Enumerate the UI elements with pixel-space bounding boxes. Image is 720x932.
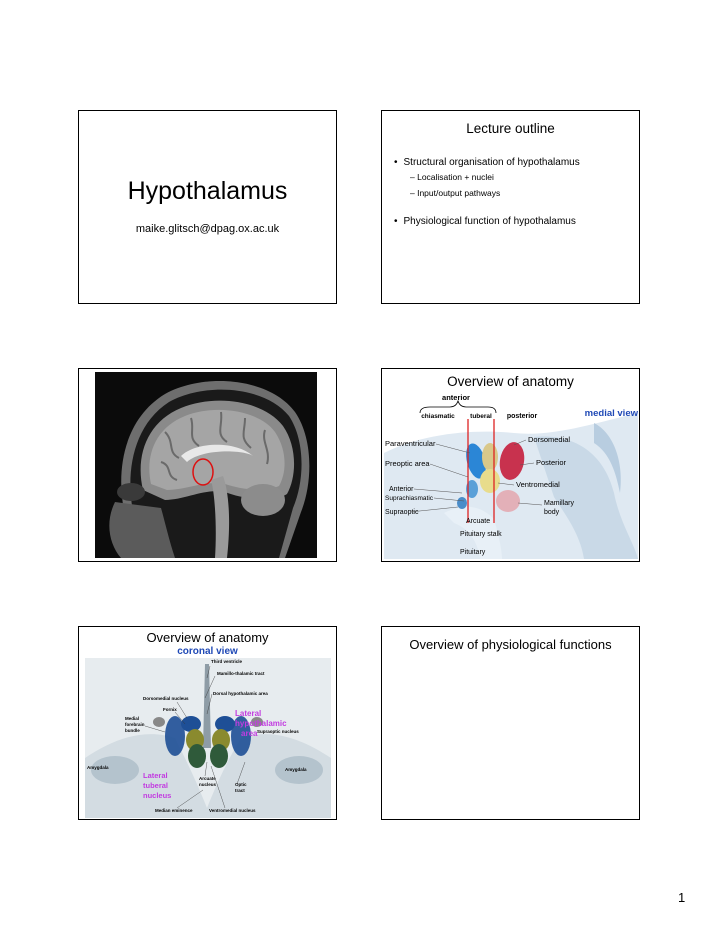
- lateral-tuberal-label-3: nucleus: [143, 791, 171, 800]
- author-email: maike.glitsch@dpag.ox.ac.uk: [135, 223, 280, 235]
- optic-tract-label-2: tract: [235, 788, 245, 793]
- mamillary-label: Mamillary: [544, 500, 574, 507]
- supraoptic-label: Supraoptic: [385, 509, 419, 516]
- arcuate-nucleus-label: Arcuate: [199, 776, 216, 781]
- ventromedial-nucleus-label: Ventromedial nucleus: [209, 808, 256, 813]
- slide-lecture-outline: Lecture outline • Structural organisatio…: [381, 110, 640, 304]
- slide-heading: Lecture outline: [466, 121, 555, 136]
- coronal-view-label: coronal view: [177, 646, 238, 657]
- medial-forebrain-label-2: forebrain: [125, 722, 145, 727]
- chiasmatic-label: chiasmatic: [421, 413, 455, 420]
- outline-item: • Structural organisation of hypothalamu…: [394, 157, 580, 168]
- mri-brain-image: [95, 372, 317, 558]
- dorsomedial-label: Dorsomedial: [528, 435, 570, 444]
- pituitary-label: Pituitary: [460, 549, 486, 556]
- posterior-label: posterior: [507, 413, 538, 420]
- medial-forebrain-label: Medial: [125, 716, 139, 721]
- outline-subitem: – Input/output pathways: [410, 188, 501, 198]
- outline-item-text: Structural organisation of hypothalamus: [403, 157, 580, 168]
- dorsomedial-nucleus-label: Dorsomedial nucleus: [143, 696, 189, 701]
- medial-forebrain-label-3: bundle: [125, 728, 140, 733]
- tuberal-label: tuberal: [470, 413, 492, 420]
- page-number: 1: [678, 890, 686, 905]
- posterior-nucleus-label: Posterior: [536, 458, 567, 467]
- slide-heading: Overview of physiological functions: [409, 637, 612, 652]
- suprachiasmatic-label: Suprachiasmatic: [385, 495, 434, 502]
- outline-list: • Structural organisation of hypothalamu…: [394, 157, 580, 231]
- hypothalamus-marker-icon: [192, 458, 214, 486]
- anterior-label: anterior: [442, 393, 470, 402]
- preoptic-label: Preoptic area: [385, 459, 430, 468]
- medial-view-diagram: anterior chiasmatic tuberal posterior me…: [384, 393, 638, 559]
- supraoptic-nucleus-label: Supraoptic nucleus: [257, 729, 299, 734]
- dorsal-area-label: Dorsal hypothalamic area: [213, 691, 268, 696]
- lateral-tuberal-label-2: tuberal: [143, 781, 168, 790]
- paraventricular-label: Paraventricular: [385, 439, 436, 448]
- slide-physiological-functions: Overview of physiological functions: [381, 626, 640, 820]
- slide-mri: [78, 368, 337, 562]
- amygdala-left-label: Amygdala: [87, 765, 109, 770]
- lateral-tuberal-label: Lateral: [143, 771, 168, 780]
- mamillo-thalamic-label: Mamillo-thalamic tract: [217, 671, 265, 676]
- pituitary-stalk-label: Pituitary stalk: [460, 531, 502, 538]
- lateral-area-label-2: hypothalamic: [235, 719, 287, 728]
- amygdala-right-label: Amygdala: [285, 767, 307, 772]
- outline-item-text: Physiological function of hypothalamus: [403, 216, 576, 227]
- fornix-label: Fornix: [163, 707, 177, 712]
- slide-title: Hypothalamus: [127, 177, 288, 205]
- optic-tract-label: Optic: [235, 782, 247, 787]
- arcuate-nucleus-label-2: nucleus: [199, 782, 217, 787]
- outline-subitem: – Localisation + nuclei: [410, 172, 494, 182]
- outline-item: • Physiological function of hypothalamus: [394, 216, 580, 227]
- lateral-area-label-3: area: [241, 729, 258, 738]
- bullet-marker: •: [394, 216, 398, 227]
- arcuate-label: Arcuate: [466, 518, 490, 525]
- slide-anatomy-medial: Overview of anatomy anterior chiasmatic …: [381, 368, 640, 562]
- bullet-marker: •: [394, 157, 398, 168]
- median-eminence-label: Median eminence: [155, 808, 193, 813]
- medial-view-label: medial view: [585, 408, 638, 419]
- slide-anatomy-coronal: Overview of anatomy coronal view Third v…: [78, 626, 337, 820]
- lateral-area-label: Lateral: [235, 709, 261, 718]
- anterior-nucleus-label: Anterior: [389, 486, 414, 493]
- slide-heading: Overview of anatomy: [146, 630, 269, 645]
- slide-title-card: Hypothalamus maike.glitsch@dpag.ox.ac.uk: [78, 110, 337, 304]
- slide-heading: Overview of anatomy: [447, 374, 574, 389]
- third-ventricle-label: Third ventricle: [211, 659, 243, 664]
- ventromedial-label: Ventromedial: [516, 480, 560, 489]
- mamillary-body-label: body: [544, 509, 560, 516]
- coronal-view-diagram: Third ventricle Mamillo-thalamic tract D…: [85, 658, 331, 818]
